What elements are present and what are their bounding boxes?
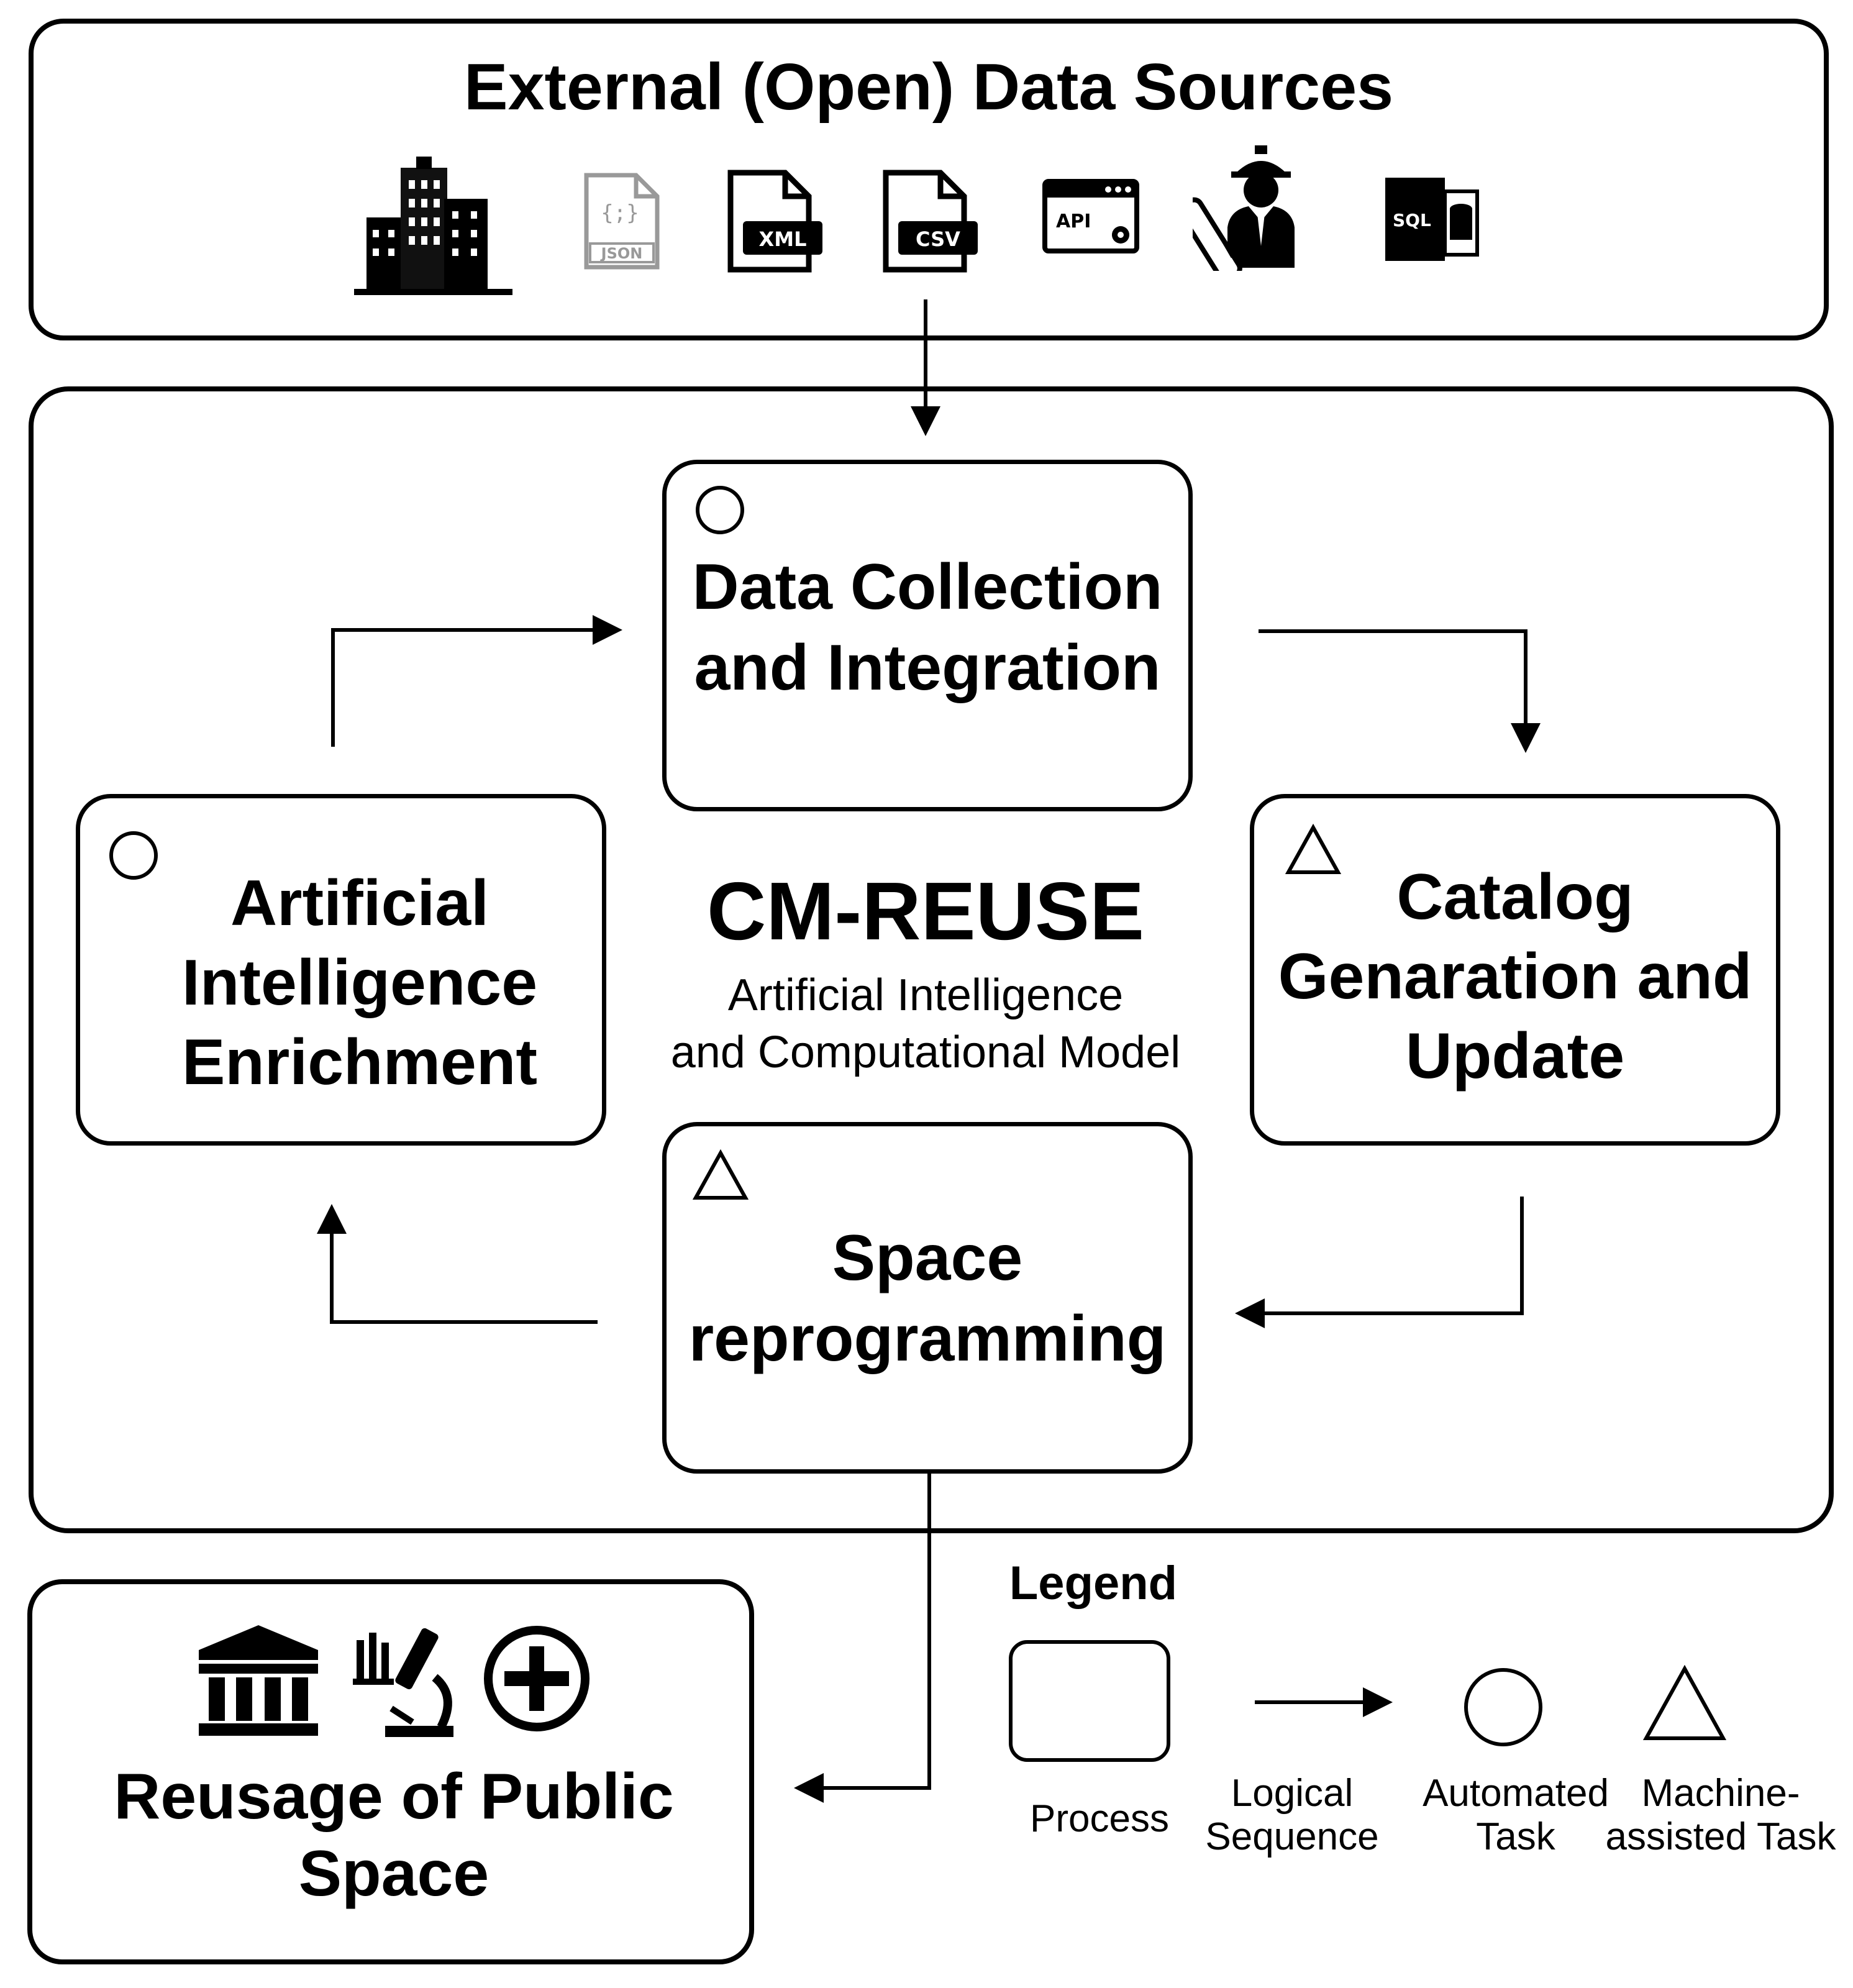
catalog-line2: Genaration and: [1278, 941, 1752, 1013]
legend-machine-assisted-marker: [1642, 1665, 1727, 1740]
arrow-space-to-reuse: [794, 1474, 931, 1803]
legend-automated-line1: Automated: [1423, 1772, 1609, 1815]
legend-automated-line2: Task: [1476, 1815, 1555, 1858]
process-data-collection: [662, 460, 1193, 811]
process-space-reprogramming: [662, 1122, 1193, 1474]
space-line2: reprogramming: [688, 1303, 1167, 1375]
model-name: CM-REUSE: [706, 865, 1145, 957]
api-window-icon: API: [1041, 178, 1140, 258]
arrow-collection-to-catalog: [1259, 629, 1541, 753]
sql-database-icon: SQL: [1383, 173, 1482, 269]
machine-assisted-task-marker: [1285, 824, 1342, 874]
model-subtitle-line2: and Computational Model: [670, 1028, 1181, 1077]
legend-sequence-line1: Logical: [1231, 1772, 1354, 1815]
building-icon: [354, 143, 516, 308]
process-catalog-generation: [1250, 794, 1780, 1146]
arrow-space-to-ai: [317, 1204, 598, 1324]
data-sources-title: External (Open) Data Sources: [463, 50, 1394, 124]
data-collection-line1: Data Collection: [692, 551, 1163, 623]
reuse-line1: Reusage of Public: [114, 1761, 674, 1833]
automated-task-marker: [109, 831, 158, 880]
legend-process-label: Process: [1030, 1797, 1169, 1840]
arrow-ai-to-collection: [331, 615, 622, 747]
automated-task-marker: [696, 486, 744, 534]
legend-title: Legend: [1009, 1557, 1178, 1610]
catalog-line1: Catalog: [1396, 861, 1634, 933]
model-subtitle-line1: Artificial Intelligence: [727, 970, 1124, 1020]
reuse-panel: [27, 1579, 754, 1964]
process-ai-enrichment: [76, 794, 606, 1146]
ai-enrichment-line2: Intelligence: [181, 947, 538, 1019]
xml-label: XML: [759, 227, 807, 251]
legend-automated-marker: [1464, 1668, 1542, 1746]
ai-enrichment-line3: Enrichment: [181, 1026, 538, 1098]
health-plus-icon: [482, 1624, 591, 1736]
sql-label: SQL: [1393, 210, 1431, 230]
json-file-icon: {;} JSON: [581, 171, 662, 274]
data-collection-line2: and Integration: [694, 632, 1161, 704]
xml-file-icon: XML: [726, 169, 825, 278]
csv-label: CSV: [916, 227, 960, 251]
government-building-icon: [196, 1621, 321, 1743]
space-line1: Space: [832, 1222, 1023, 1294]
json-label: JSON: [600, 245, 643, 262]
legend-assisted-line1: Machine-: [1641, 1772, 1800, 1815]
machine-assisted-task-marker: [692, 1149, 749, 1200]
reuse-line2: Space: [298, 1838, 489, 1910]
legend-sequence-line2: Sequence: [1205, 1815, 1379, 1858]
api-label: API: [1056, 211, 1091, 232]
json-glyph: {;}: [601, 201, 639, 226]
ai-enrichment-line1: Artificial: [230, 867, 489, 939]
arrow-catalog-to-space: [1235, 1197, 1524, 1328]
lab-microscope-icon: [348, 1621, 460, 1743]
csv-file-icon: CSV: [881, 169, 980, 278]
legend-assisted-line2: assisted Task: [1605, 1815, 1836, 1858]
legend-process-swatch: [1009, 1640, 1170, 1762]
catalog-line3: Update: [1405, 1020, 1625, 1092]
